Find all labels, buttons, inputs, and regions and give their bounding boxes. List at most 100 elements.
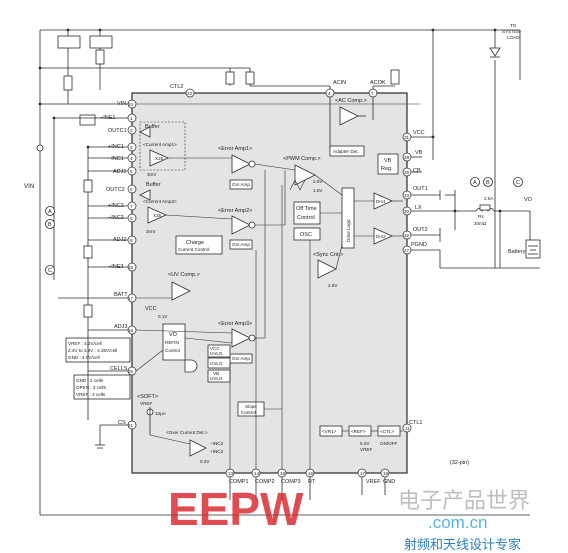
svg-text:VO: VO [169,332,178,338]
svg-text:2: 2 [130,128,133,133]
svg-text:OSC: OSC [300,232,312,238]
svg-text:VB: VB [213,371,219,376]
soft-label: <SOFT> [137,394,158,400]
pwm-comparator-block: <PWM Comp.> 2.5V 1.5V [283,156,323,193]
marker-a-left [45,206,55,216]
svg-text:UVLO: UVLO [210,351,223,356]
svg-text:Drv1: Drv1 [376,199,386,204]
svg-text:UVLO: UVLO [210,361,223,366]
pmos-switch-1 [57,35,81,49]
uvlo-stack: VCC UVLO UVLO VB UVLO [184,344,231,383]
error-amp-2-label: <Error Amp2> [218,208,252,214]
vb-regulator [377,153,399,175]
svg-text:A: A [473,180,477,186]
pin-label-out2: OUT2 [413,227,428,233]
footer-chinese: 射频和天线设计专家 [404,537,521,552]
svg-text:14: 14 [254,471,260,476]
svg-text:Drive Logic: Drive Logic [346,218,351,242]
pin-label-inc1m: −INC1 [108,156,124,162]
svg-text:VREF: VREF [360,447,372,452]
resistor-r1 [63,75,73,91]
svg-text:5.0V: 5.0V [360,441,370,446]
resistor-ine3 [83,304,93,318]
pin-label-acok: ACOK [370,80,386,86]
pin-label-pgnd: PGND [411,242,427,248]
current-amp-2-block: Buffer <Current Amp2> X25 3mV [139,182,177,234]
svg-text:2.5V: 2.5V [328,283,338,288]
svg-text:Charge: Charge [186,240,204,246]
pmos-switch-2 [89,35,113,49]
drive-logic [341,187,355,249]
svg-text:17: 17 [360,471,366,476]
buffer-2-label: Buffer [146,182,161,188]
pin-label-adj3: ADJ3 [114,324,127,330]
svg-text:30: 30 [404,209,410,214]
marker-c-left [45,265,55,275]
svg-text:UVLO: UVLO [210,376,223,381]
svg-text:C: C [48,268,52,274]
pin-label-cs: CS [118,420,126,426]
svg-text:10μA: 10μA [155,411,167,416]
resistor-r2 [95,49,105,65]
sync-cnt-block: <Sync Cnt.> 2.5V [313,252,343,288]
svg-text:GND : 4.0V/cell: GND : 4.0V/cell [68,355,100,360]
svg-text:ON/OFF: ON/OFF [380,441,398,446]
diode-load [489,47,501,57]
rs-label: Rs [478,214,484,219]
svg-text:Current Control: Current Control [178,247,209,252]
offset-3mv-1: 3mV [147,172,157,177]
uv-comp-block: <UV Comp.> VCC 0.1V [145,272,200,319]
svg-text:Reg.: Reg. [381,166,393,172]
resistor-acin [245,71,255,85]
svg-text:GND : 2 cells: GND : 2 cells [76,378,104,383]
svg-text:2.5V: 2.5V [313,179,323,184]
svg-text:VREF : 4 cells: VREF : 4 cells [76,392,106,397]
svg-text:0.1V: 0.1V [158,314,168,319]
watermark-url: .com.cn [428,513,488,532]
watermark-chinese: 电子产品世界 [398,488,530,513]
gm-amp-3-label: Gm Amp [232,356,250,361]
pin-label-batt: BATT [114,292,128,298]
pin-22 [185,88,195,98]
to-system-label-3: LOAD [507,35,520,40]
pin-label-vb: VB [415,150,423,156]
svg-text:18: 18 [383,471,389,476]
svg-text:7: 7 [371,91,374,96]
svg-text:5: 5 [130,169,133,174]
svg-text:Control: Control [297,215,315,221]
svg-text:X25: X25 [155,156,164,161]
svg-text:22: 22 [187,91,193,96]
svg-text:VREF: VREF [140,401,152,406]
pin-label-adj1: ADJ1 [113,169,126,175]
svg-text:6: 6 [130,187,133,192]
left-external: VIN A B C [24,100,530,516]
svg-text:REFIN: REFIN [165,340,179,345]
svg-text:X25: X25 [153,213,162,218]
svg-text:18: 18 [128,328,134,333]
svg-text:Off Time: Off Time [296,206,317,212]
pin-label-cb: CB [413,168,421,174]
svg-text:1: 1 [130,116,133,121]
svg-text:Slope: Slope [245,404,257,409]
over-current-detect: <Over Current Det.> −INC2 +INC2 0.2V [166,430,224,464]
figure-ref: (32-pin) [450,460,469,466]
to-system-label-2: SYSTEM [502,29,521,34]
svg-text:OPEN : 3 cells: OPEN : 3 cells [76,385,107,390]
svg-text:31: 31 [404,135,410,140]
svg-text:24: 24 [128,102,134,107]
svg-text:B: B [486,180,490,186]
svg-text:4: 4 [130,156,133,161]
pin-label-gnd: GND [383,479,395,485]
pin-label-lx: LX [415,205,422,211]
gm-amp-2-label: Gm Amp [232,242,250,247]
svg-text:Control: Control [241,410,256,415]
vref-voltage-table [65,337,131,363]
ac-comparator-block: <AC Comp.> Adapter Det. [329,97,374,157]
ocd-label: <Over Current Det.> [166,430,208,435]
current-amp-2-symbol [147,206,167,224]
error-amp-3-block: <Error Amp3> Gm Amp [218,321,256,364]
ac-comp-label: <AC Comp.> [335,98,367,104]
marker-a-right [470,177,480,187]
right-pins: 31 VCC 28 VB 29 CB 33 OUT1 30 LX 32 OUT2… [402,130,428,433]
right-external: 2.5A Rs 20mΩ VO Battery A B C [411,110,541,269]
